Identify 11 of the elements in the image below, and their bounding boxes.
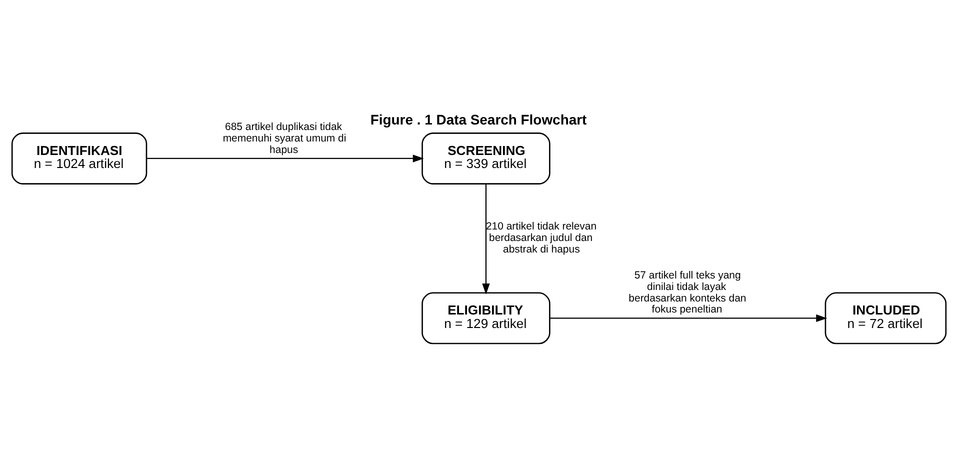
arrow	[146, 154, 424, 162]
arrow	[550, 314, 828, 322]
node-box: ELIGIBILITY n = 129 artikel	[422, 292, 550, 344]
diagram-title: Figure . 1 Data Search Flowchart	[370, 111, 587, 128]
edge-label: 57 artikel full teks yang dinilai tidak layak berdasarkan konteks dan fokus peneltian	[628, 270, 746, 316]
edge-label: 685 artikel duplikasi tidak memenuhi syarat umum di hapus	[222, 122, 346, 156]
node-box: INCLUDED n = 72 artikel	[824, 292, 947, 344]
edge-label: 210 artikel tidak relevan berdasarkan judul dan abstrak di hapus	[486, 222, 597, 256]
arrow	[482, 184, 490, 295]
node-box: IDENTIFIKASI n = 1024 artikel	[11, 132, 148, 184]
node-box: SCREENING n = 339 artikel	[422, 132, 550, 184]
